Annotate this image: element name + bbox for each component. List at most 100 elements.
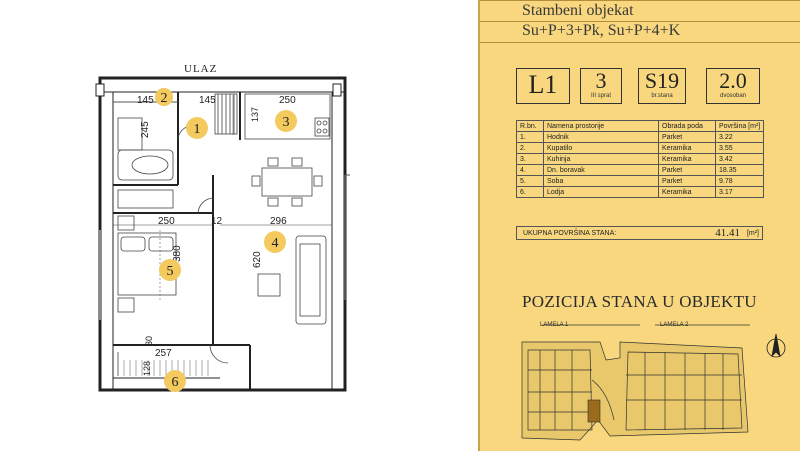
dim-label: 12 [211,216,223,227]
pillow-icon [120,236,146,252]
chair-icon [267,197,279,207]
apartment-number-box: S19 br.stana [638,68,686,104]
burner-icon [322,120,328,126]
table-header-row: R.bn. Namena prostorije Obrada poda Povr… [516,120,765,132]
room-number-6: 6 [172,375,179,390]
apartment-info-panel: Stambeni objekat Su+P+3+Pk, Su+P+4+K L1 … [478,0,800,451]
apartment-highlight [587,399,601,423]
room-number-4: 4 [272,236,279,251]
outer-wall [98,76,347,392]
room-markers: 2 1 3 4 5 6 [155,88,297,392]
burner-icon [316,128,322,134]
table-cell: 3.22 [714,131,765,143]
dim-label: 30 [144,336,154,346]
room-number-2: 2 [161,91,168,106]
room-marker-4 [264,231,286,253]
nightstand-icon [117,297,135,313]
dimension-labels: 145 145 250 245 137 250 296 12 380 620 3… [137,95,296,376]
block-outline [625,351,743,431]
curved-wall [591,379,615,421]
room-number-1: 1 [194,122,201,137]
door-swing [197,197,214,214]
chair-icon [267,157,279,167]
dim-label: 250 [279,95,296,106]
apartment-type-value: 2.0 [719,68,747,93]
total-area-label: UKUPNA POVRŠINA STANA: [523,230,617,237]
table-cell: 6. [516,186,544,198]
dim-label: 128 [142,361,152,376]
dim-label: 257 [155,348,172,359]
divider [480,42,800,43]
north-arrow-icon [766,333,786,358]
burner-icon [316,120,322,126]
dim-label: 137 [250,107,260,122]
chair-icon [251,175,261,187]
hatch-loggia [123,360,209,376]
dim-label: 145 [137,95,154,106]
block-outline [527,349,593,431]
apartment-type-box: 2.0 dvosoban [706,68,760,104]
lamela-box: L1 [516,68,570,104]
dim-label: 296 [270,216,287,227]
building-name: Stambeni objekat [522,2,634,19]
shower-tray [117,117,143,151]
column [332,83,342,97]
bedroom-wardrobe-icon [117,189,174,209]
sofa-seat [299,243,321,317]
room-number-5: 5 [167,264,174,279]
dim-label: 380 [172,245,183,262]
room-marker-6 [164,370,186,392]
table-cell: Keramika [658,186,716,198]
burner-icon [322,128,328,134]
floor-value: 3 [595,68,607,93]
total-area-value: 41.41 [715,227,740,239]
tub-inner [131,155,169,175]
table-cell: 3.17 [714,186,765,198]
total-area-row: UKUPNA POVRŠINA STANA: 41.41 [m²] [516,226,763,240]
column [95,83,105,97]
bathtub-icon [117,149,174,181]
apartment-number-value: S19 [644,68,680,93]
walls [95,76,347,392]
room-marker-3 [275,110,297,132]
room-marker-2 [155,88,173,106]
sofa-icon [295,235,327,325]
dimension-lines [113,95,332,300]
floor-plan: 145 145 250 245 137 250 296 12 380 620 3… [95,63,350,392]
nightstand-icon [117,215,135,231]
kitchen-counter [244,93,331,140]
armchair-icon [257,273,281,297]
apartment-type-caption: dvosoban [719,93,747,99]
position-title: POZICIJA STANA U OBJEKTU [522,292,757,311]
floor-box: 3 III sprat [580,68,622,104]
dim-label: 245 [140,121,151,138]
building-outline [521,341,749,441]
dim-label: 145 [199,95,216,106]
chair-icon [291,197,303,207]
room-marker-5 [159,259,181,281]
room-marker-1 [186,117,208,139]
fixtures [117,93,331,376]
door-swing [209,344,229,364]
room-number-3: 3 [283,115,290,130]
site-plan [521,324,786,441]
divider [480,21,800,22]
table-cell: Lodja [543,186,659,198]
entrance-label: ULAZ [184,63,217,75]
pillow-icon [148,236,174,252]
room-table: R.bn. Namena prostorije Obrada poda Povr… [516,120,765,198]
chair-icon [291,157,303,167]
dim-label: 250 [158,216,175,227]
divider [480,0,800,1]
dim-label: 620 [252,251,263,268]
total-area-unit: [m²] [746,230,759,237]
dining-table-icon [261,167,313,197]
apartment-number-caption: br.stana [651,93,673,99]
floor-caption: III sprat [590,93,611,99]
stove-icon [314,117,330,137]
chair-icon [313,175,323,187]
